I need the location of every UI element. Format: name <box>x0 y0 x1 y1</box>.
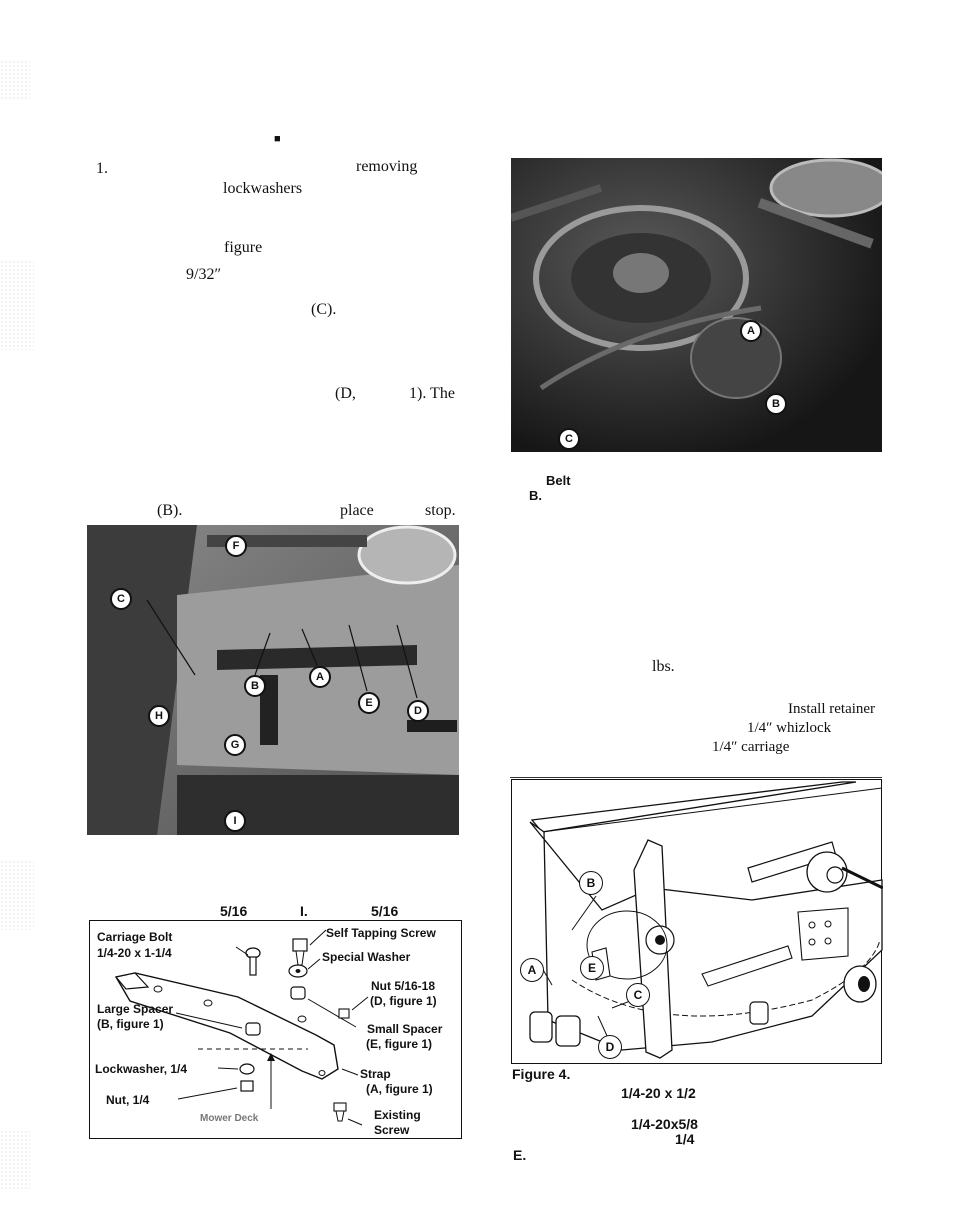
fig4-callout-e: E <box>580 956 604 980</box>
fig1-callout-h: H <box>148 705 170 727</box>
figure-2-art <box>114 929 369 1126</box>
fig4-line-3: 1/4 <box>675 1131 695 1147</box>
label-nut-516-ref: (D, figure 1) <box>370 994 437 1008</box>
caption-b: B. <box>529 488 542 503</box>
fig4-callout-c: C <box>626 983 650 1007</box>
fig1-callout-a: A <box>309 666 331 688</box>
photo-callout-b: B <box>765 393 787 415</box>
scan-edge-noise <box>0 60 30 100</box>
label-small-spacer: Small Spacer <box>367 1022 443 1036</box>
fig4-callout-d: D <box>598 1035 622 1059</box>
photo-callout-c: C <box>558 428 580 450</box>
label-carriage-bolt: Carriage Bolt <box>97 930 173 944</box>
figure-1-photo: F C B A E D H G I <box>87 525 459 835</box>
label-large-spacer-ref: (B, figure 1) <box>97 1017 164 1031</box>
belt-photo: A B C <box>511 158 882 452</box>
fig2-caption-a: 5/16 <box>220 903 248 919</box>
label-special-washer: Special Washer <box>322 950 411 964</box>
fig4-line-1: 1/4-20 x 1/2 <box>621 1085 696 1101</box>
text-d-ref-b: 1). The <box>409 385 455 402</box>
text-install-retainer: Install retainer <box>788 701 876 717</box>
fig1-callout-f: F <box>225 535 247 557</box>
text-whizlock: 1/4″ whizlock <box>747 720 832 736</box>
scan-edge-noise <box>0 860 34 930</box>
step-number: 1. <box>96 160 108 177</box>
label-small-spacer-ref: (E, figure 1) <box>366 1037 433 1051</box>
label-mower-deck: Mower Deck <box>200 1113 259 1124</box>
bullet-mark: ■ <box>274 133 281 145</box>
text-removing: removing <box>356 158 418 175</box>
fig1-callout-d: D <box>407 700 429 722</box>
figure-4-art <box>529 781 883 1059</box>
fig1-callout-i: I <box>224 810 246 832</box>
fig4-callout-a: A <box>520 958 544 982</box>
label-self-tapping-screw: Self Tapping Screw <box>326 926 436 940</box>
label-nut-516: Nut 5/16-18 <box>371 979 436 993</box>
belt-photo-art <box>511 158 882 452</box>
fig1-callout-g: G <box>224 734 246 756</box>
text-stop: stop. <box>425 502 456 519</box>
label-strap-ref: (A, figure 1) <box>366 1082 433 1096</box>
label-existing: Existing <box>374 1108 421 1122</box>
fig4-title: Figure 4. <box>512 1066 571 1082</box>
label-screw: Screw <box>374 1123 410 1137</box>
fig2-caption-b: I. <box>300 903 308 919</box>
fig1-callout-b: B <box>244 675 266 697</box>
label-large-spacer: Large Spacer <box>97 1002 174 1016</box>
fig4-line-2: 1/4-20x5/8 <box>631 1116 698 1132</box>
label-nut-14: Nut, 1/4 <box>106 1093 150 1107</box>
figure-2-hardware-diagram: Carriage Bolt 1/4-20 x 1-1/4 Self Tappin… <box>89 920 462 1139</box>
short-rule <box>510 777 882 778</box>
text-c-ref: (C). <box>311 301 337 318</box>
fig1-callout-e: E <box>358 692 380 714</box>
scan-edge-noise <box>0 260 34 350</box>
text-lbs: lbs. <box>652 658 675 675</box>
fig4-line-e: E. <box>513 1147 527 1163</box>
fig1-callout-c: C <box>110 588 132 610</box>
figure-1-photo-art <box>87 525 459 835</box>
label-lockwasher: Lockwasher, 1/4 <box>95 1062 188 1076</box>
text-lockwashers: lockwashers <box>223 180 303 197</box>
text-carriage: 1/4″ carriage <box>712 739 790 755</box>
scan-edge-noise <box>0 1130 30 1190</box>
fig4-callout-b: B <box>579 871 603 895</box>
text-fraction: 9/32″ <box>186 266 222 283</box>
label-carriage-bolt-size: 1/4-20 x 1-1/4 <box>97 946 172 960</box>
photo-callout-a: A <box>740 320 762 342</box>
text-figure: figure <box>224 239 263 256</box>
text-place: place <box>340 502 374 519</box>
fig2-caption-c: 5/16 <box>371 903 399 919</box>
text-b-ref: (B). <box>157 502 183 519</box>
caption-belt: Belt <box>546 473 571 488</box>
text-d-ref-a: (D, <box>335 385 356 402</box>
label-strap: Strap <box>360 1067 391 1081</box>
figure-4-deck-drawing: B A E C D <box>511 779 883 1064</box>
